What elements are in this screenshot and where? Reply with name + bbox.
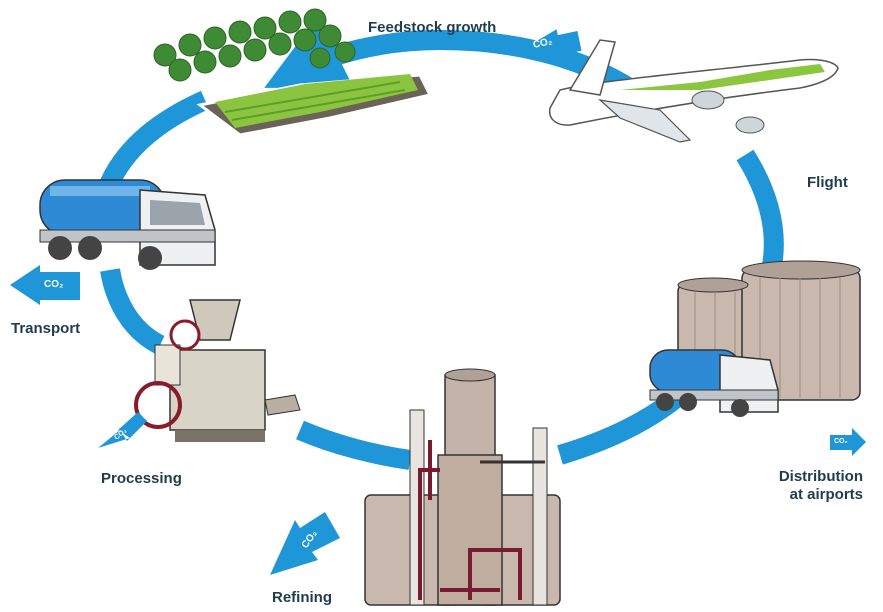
co2-arrow-flight [529, 29, 582, 61]
stage-label-processing: Processing [101, 470, 182, 487]
storage-tanks-icon [649, 260, 861, 417]
stage-label-refining: Refining [272, 589, 332, 606]
cycle-segment-transport-to-processing [100, 268, 165, 354]
stage-label-distribution-line2: at airports [789, 486, 863, 503]
stage-label-distribution: Distribution at airports [771, 468, 863, 504]
co2-arrow-distribution [830, 428, 866, 456]
stage-label-distribution-line1: Distribution [778, 468, 863, 485]
stage-label-transport: Transport [11, 320, 81, 337]
oil-press-icon [134, 299, 301, 442]
co2-label-transport: CO₂ [44, 279, 64, 290]
co2-arrow-processing [98, 412, 147, 448]
tree-plantation-icon [153, 8, 433, 137]
co2-arrow-transport [10, 265, 80, 305]
co2-arrow-icon [10, 29, 866, 575]
fuel-truck-icon [39, 179, 216, 270]
stage-label-flight: Flight [807, 174, 848, 191]
stage-label-feedstock: Feedstock growth [368, 19, 497, 36]
airplane-icon [548, 39, 839, 143]
refinery-icon [364, 368, 561, 606]
cycle-segment-processing-to-refining [296, 420, 412, 470]
co2-arrow-refining [270, 512, 340, 575]
cycle-segment-distribution-to-flight [736, 149, 784, 278]
distribution-truck-icon [649, 349, 779, 417]
co2-label-distribution: CO₂ [834, 438, 848, 445]
